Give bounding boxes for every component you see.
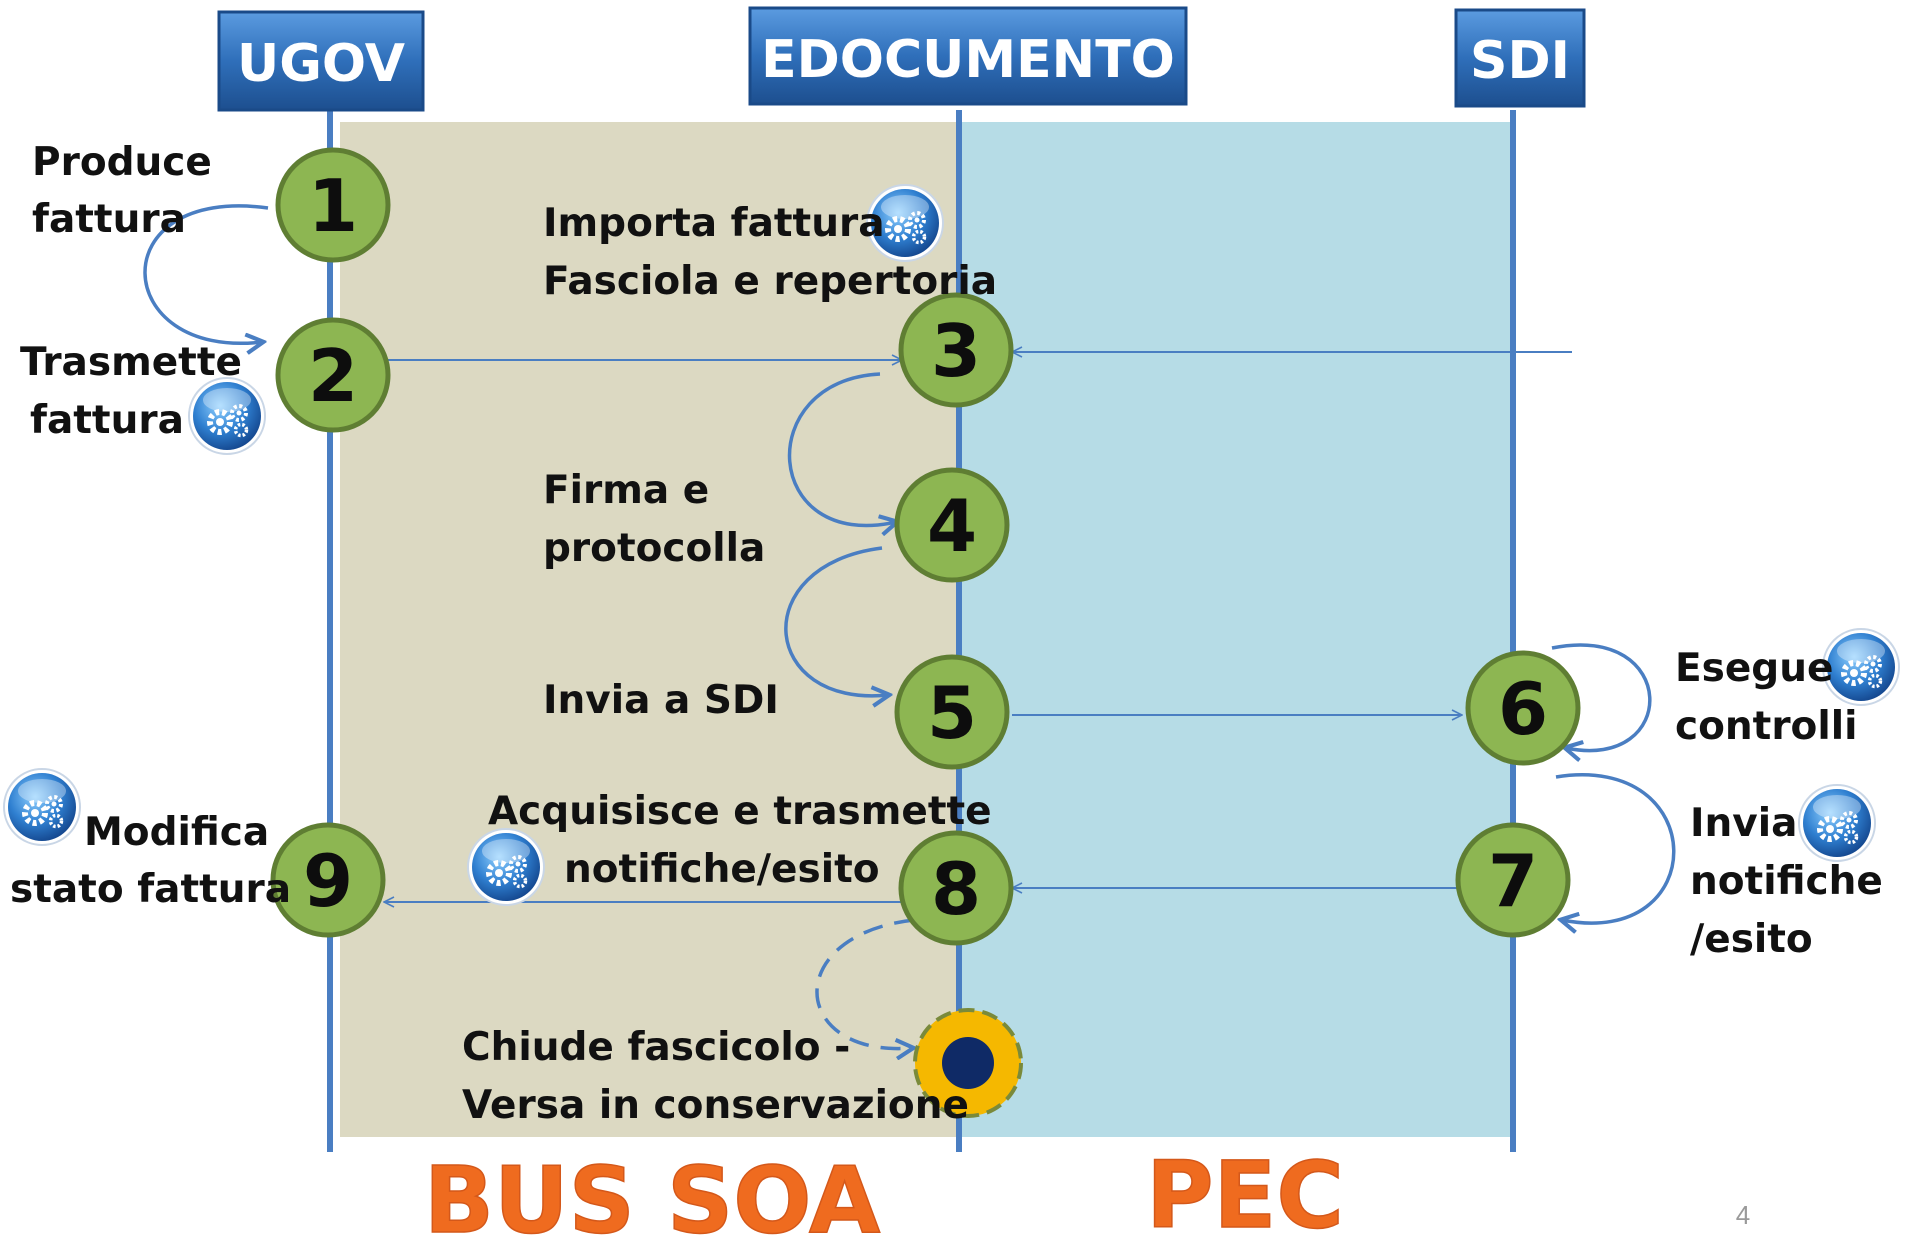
step-8-number: 8	[931, 847, 981, 931]
label-firma-line1: Firma e	[543, 468, 709, 513]
gear-service-icon	[189, 378, 265, 454]
label-acquisisce-line2: notifiche/esito	[564, 847, 880, 892]
label-invia-notifiche-line3: /esito	[1690, 917, 1813, 962]
step-7-number: 7	[1488, 839, 1538, 923]
label-trasmette-line2: fattura	[30, 398, 184, 443]
label-esegue-line1: Esegue	[1675, 646, 1833, 691]
label-importa-line2: Fasciola e repertoria	[543, 259, 997, 304]
label-chiude-line2: Versa in conservazione	[462, 1083, 969, 1128]
label-invia-sdi: Invia a SDI	[543, 678, 779, 723]
loop-4-to-5	[784, 546, 888, 696]
pec-zone	[958, 122, 1513, 1137]
label-modifica-line1: Modifica	[84, 810, 269, 855]
edocumento-header-label: EDOCUMENTO	[761, 30, 1175, 90]
step-4: 4	[894, 467, 1010, 583]
zone-label-pec: PEC	[1146, 1142, 1344, 1238]
label-trasmette-line1: Trasmette	[20, 340, 242, 385]
label-produce-line1: Produce	[32, 140, 212, 185]
step-3: 3	[898, 292, 1014, 408]
loop-1-to-2	[143, 204, 269, 343]
step-5-number: 5	[927, 671, 977, 755]
step-3-number: 3	[931, 309, 981, 393]
label-acquisisce-line1: Acquisisce e trasmette	[488, 789, 992, 834]
step-2-number: 2	[308, 334, 358, 418]
step-9-number: 9	[303, 839, 353, 923]
step-6-number: 6	[1498, 667, 1548, 751]
label-produce-line2: fattura	[32, 197, 186, 242]
step-7: 7	[1455, 822, 1571, 938]
label-esegue-line2: controlli	[1675, 704, 1857, 749]
step-1: 1	[275, 147, 391, 263]
gear-service-icon	[4, 769, 80, 845]
edocumento-header: EDOCUMENTO	[748, 6, 1188, 106]
bus-soa-zone	[340, 122, 958, 1137]
step-9: 9	[270, 822, 386, 938]
gear-service-icon	[1823, 629, 1899, 705]
label-importa-line1: Importa fattura	[543, 201, 885, 246]
end-node	[913, 1008, 1023, 1118]
zone-label-bus-soa: BUS SOA	[424, 1147, 880, 1238]
label-invia-notifiche-line1: Invia	[1690, 801, 1797, 846]
loop-3-to-4	[787, 372, 896, 526]
label-invia-notifiche-line2: notifiche	[1690, 859, 1883, 904]
ugov-header: UGOV	[217, 10, 425, 112]
loop-6-self	[1551, 643, 1652, 751]
label-firma-line2: protocolla	[543, 526, 765, 571]
step-2: 2	[275, 317, 391, 433]
step-8: 8	[898, 830, 1014, 946]
sdi-header-label: SDI	[1470, 31, 1570, 91]
ugov-header-label: UGOV	[237, 34, 405, 94]
step-4-number: 4	[927, 484, 977, 568]
gear-service-icon	[1799, 785, 1875, 861]
step-1-number: 1	[308, 164, 358, 248]
step-6: 6	[1465, 650, 1581, 766]
sdi-header: SDI	[1454, 8, 1586, 108]
page-number: 4	[1736, 1200, 1750, 1230]
loop-6-to-7	[1555, 773, 1676, 923]
step-5: 5	[894, 654, 1010, 770]
label-chiude-line1: Chiude fascicolo -	[462, 1025, 850, 1070]
gear-service-icon	[468, 829, 544, 905]
loop-8-to-end	[815, 918, 914, 1049]
label-modifica-line2: stato fattura	[10, 867, 291, 912]
